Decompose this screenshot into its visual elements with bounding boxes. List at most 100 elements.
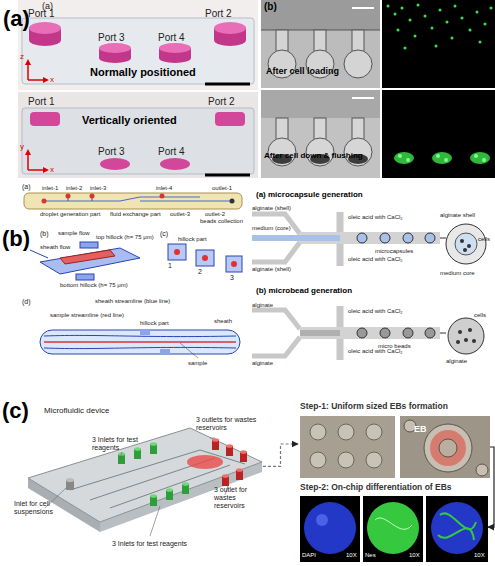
text-label: sheath xyxy=(214,318,232,325)
fluorescence-image-part xyxy=(436,154,440,158)
microcapsule-generator-part xyxy=(463,248,467,252)
text-label: cells xyxy=(474,312,486,319)
device-photo-part xyxy=(99,53,131,63)
text-label: bottom hillock (h= 75 μm) xyxy=(60,282,128,289)
text-label: sheath streamline (blue line) xyxy=(95,298,170,305)
device-photo-part xyxy=(159,53,191,63)
fluorescence-image-part xyxy=(424,15,427,18)
device-illustration: Microfluidic device xyxy=(38,404,263,560)
microbead-generator-part xyxy=(440,333,446,334)
device-3d-part xyxy=(240,450,247,454)
text-label: 10X xyxy=(346,552,357,559)
eb-photo-image-part xyxy=(476,464,488,476)
text-label: alginate shell xyxy=(440,212,475,219)
device-photo-part xyxy=(27,63,29,80)
microbead-generator-part xyxy=(252,337,300,356)
device-photo-part xyxy=(214,34,246,46)
text-label: 1 xyxy=(168,262,172,270)
brightfield-image-part xyxy=(261,90,380,178)
text-label: Port 4 xyxy=(158,32,185,44)
hillock-stages xyxy=(168,244,242,272)
brightfield-image-part xyxy=(261,0,380,30)
device-photo-part xyxy=(25,149,31,155)
microcapsule-generator-part xyxy=(425,233,435,243)
fluorescence-image-part xyxy=(401,7,404,10)
hillock-3d-part xyxy=(60,250,115,264)
step1-photo xyxy=(300,416,395,478)
text-label: hillock part xyxy=(140,320,169,327)
text-label: alginate xyxy=(446,358,467,365)
fluorescence-image-part xyxy=(300,496,360,562)
text-label: oleic acid with CaCl₂ xyxy=(348,256,403,263)
device-photo-part xyxy=(205,83,250,86)
hillock-stages-part xyxy=(226,256,242,272)
microbead-generator-part xyxy=(357,328,367,338)
hillock-stages-part xyxy=(168,244,186,260)
fluorescence-image-part xyxy=(461,17,464,20)
device-photo-part xyxy=(25,59,31,65)
microbead-generator-part xyxy=(448,318,484,354)
microcapsule-generator xyxy=(252,212,486,266)
text-label: inlet-3 xyxy=(90,185,106,192)
step1-photo-part xyxy=(310,452,326,468)
fluorescence-image-part xyxy=(397,29,400,32)
microbead-generator-part xyxy=(458,330,462,334)
device-photo xyxy=(18,92,258,178)
eb-photo-image xyxy=(400,416,490,478)
device-3d-part xyxy=(236,468,243,472)
microcapsule-generator-part xyxy=(440,238,446,239)
node-text: Step-1: Uniform sized EBs formation xyxy=(300,402,492,412)
text-label: hillock part xyxy=(178,236,207,243)
fluorescence-image xyxy=(382,0,495,88)
photo-panel: Step-1: Uniform sized EBs formationEB xyxy=(298,400,492,480)
brightfield-image xyxy=(261,0,380,88)
microcapsule-generator-part xyxy=(403,233,413,243)
microcapsule-generator-part xyxy=(252,242,300,262)
device-3d-part xyxy=(182,482,189,486)
device-3d xyxy=(28,428,262,536)
node-text: EB xyxy=(414,424,490,434)
device-photo-part xyxy=(100,158,130,170)
device-photo-part xyxy=(160,158,190,170)
device-3d-part xyxy=(187,455,223,469)
eb-photo-image-part xyxy=(430,430,466,466)
connector-arrow xyxy=(263,444,298,466)
device-photo xyxy=(18,0,258,90)
microbead-generator-part xyxy=(468,328,472,332)
device-photo-part xyxy=(22,18,254,84)
microbead-generator xyxy=(252,306,484,360)
text-label: 3 xyxy=(230,274,234,282)
device-photo-part xyxy=(43,167,49,173)
text-label: (c) xyxy=(2,398,29,423)
text-label: inlet-4 xyxy=(156,185,172,192)
photo-panel: Step-2: On-chip differentiation of EBs xyxy=(298,482,488,564)
text-label: alginate (shell) xyxy=(252,205,291,212)
microcapsule-generator-part xyxy=(460,239,464,243)
fluorescence-image-part xyxy=(469,29,472,32)
hillock-3d-part xyxy=(40,248,140,274)
fluorescence-image-part xyxy=(394,13,397,16)
fluorescence-image-part xyxy=(431,502,483,554)
fluorescence-image-part xyxy=(435,45,438,48)
streamline-tube-part xyxy=(140,330,150,335)
text-label: outlet-3 xyxy=(170,211,190,218)
microbead-generator-part xyxy=(425,328,435,338)
fluorescence-image-part xyxy=(304,502,356,554)
device-3d-part xyxy=(222,474,229,478)
text-label: (b) xyxy=(40,230,49,238)
text-label: (b) microbead generation xyxy=(256,286,352,295)
step1-photo-part xyxy=(366,452,382,468)
fluorescence-image-part xyxy=(363,496,423,562)
chip-schematic-part xyxy=(24,193,242,209)
device-3d-part xyxy=(150,494,157,498)
microbead-generator-part xyxy=(380,328,390,338)
text-label: Port 1 xyxy=(28,96,55,108)
device-3d-part xyxy=(45,438,228,536)
fluorescence-image-part xyxy=(479,41,482,44)
brightfield-image-part xyxy=(344,50,372,78)
hillock-3d xyxy=(30,242,140,280)
step1-photo-part xyxy=(338,452,354,468)
text-label: After cell down & flushing xyxy=(264,151,363,160)
text-label: 10X xyxy=(409,552,420,559)
hillock-3d-part xyxy=(76,274,94,280)
